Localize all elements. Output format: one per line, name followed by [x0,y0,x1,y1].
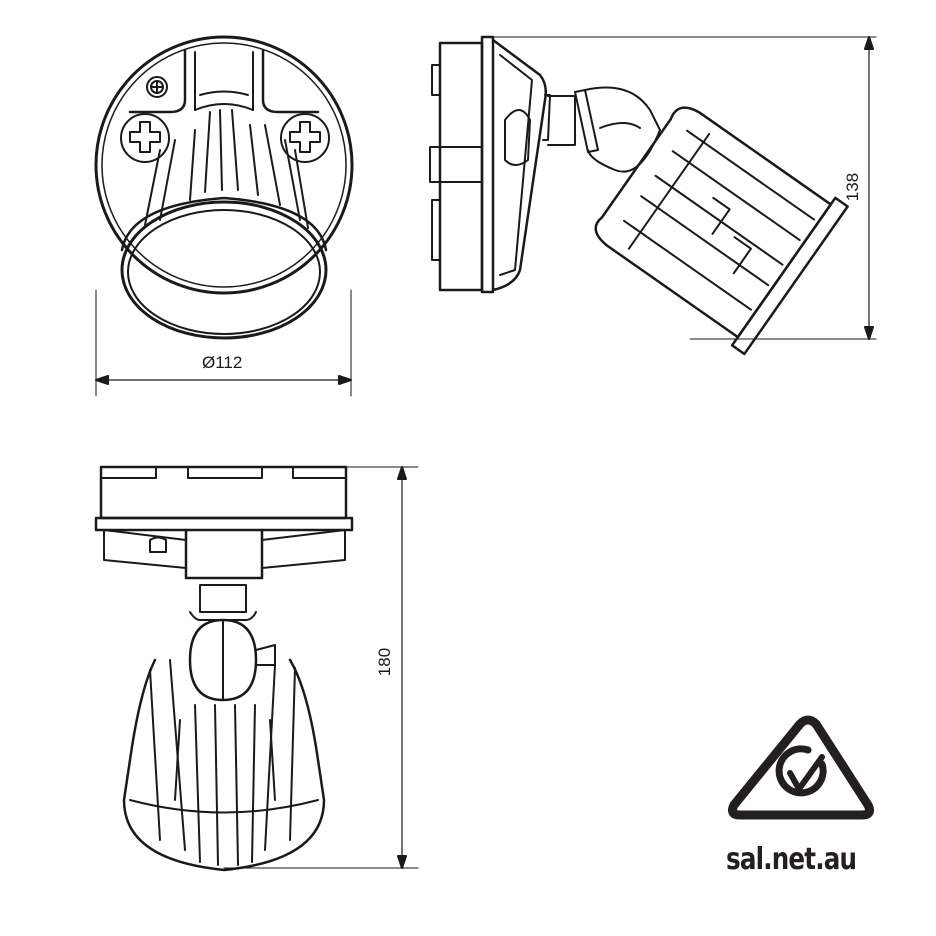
rcm-compliance-mark-icon [728,715,874,820]
brand-url: sal.net.au [726,842,857,877]
top-view [94,465,419,872]
side-view [429,35,877,356]
diameter-dimension-label: Ø112 [202,353,243,372]
screw-icon [146,76,168,98]
height-dimension-label-top: 180 [375,647,395,677]
screw-left [120,113,170,163]
front-view [94,35,354,397]
screw-right [280,113,330,163]
height-dimension-label-side: 138 [843,172,863,202]
